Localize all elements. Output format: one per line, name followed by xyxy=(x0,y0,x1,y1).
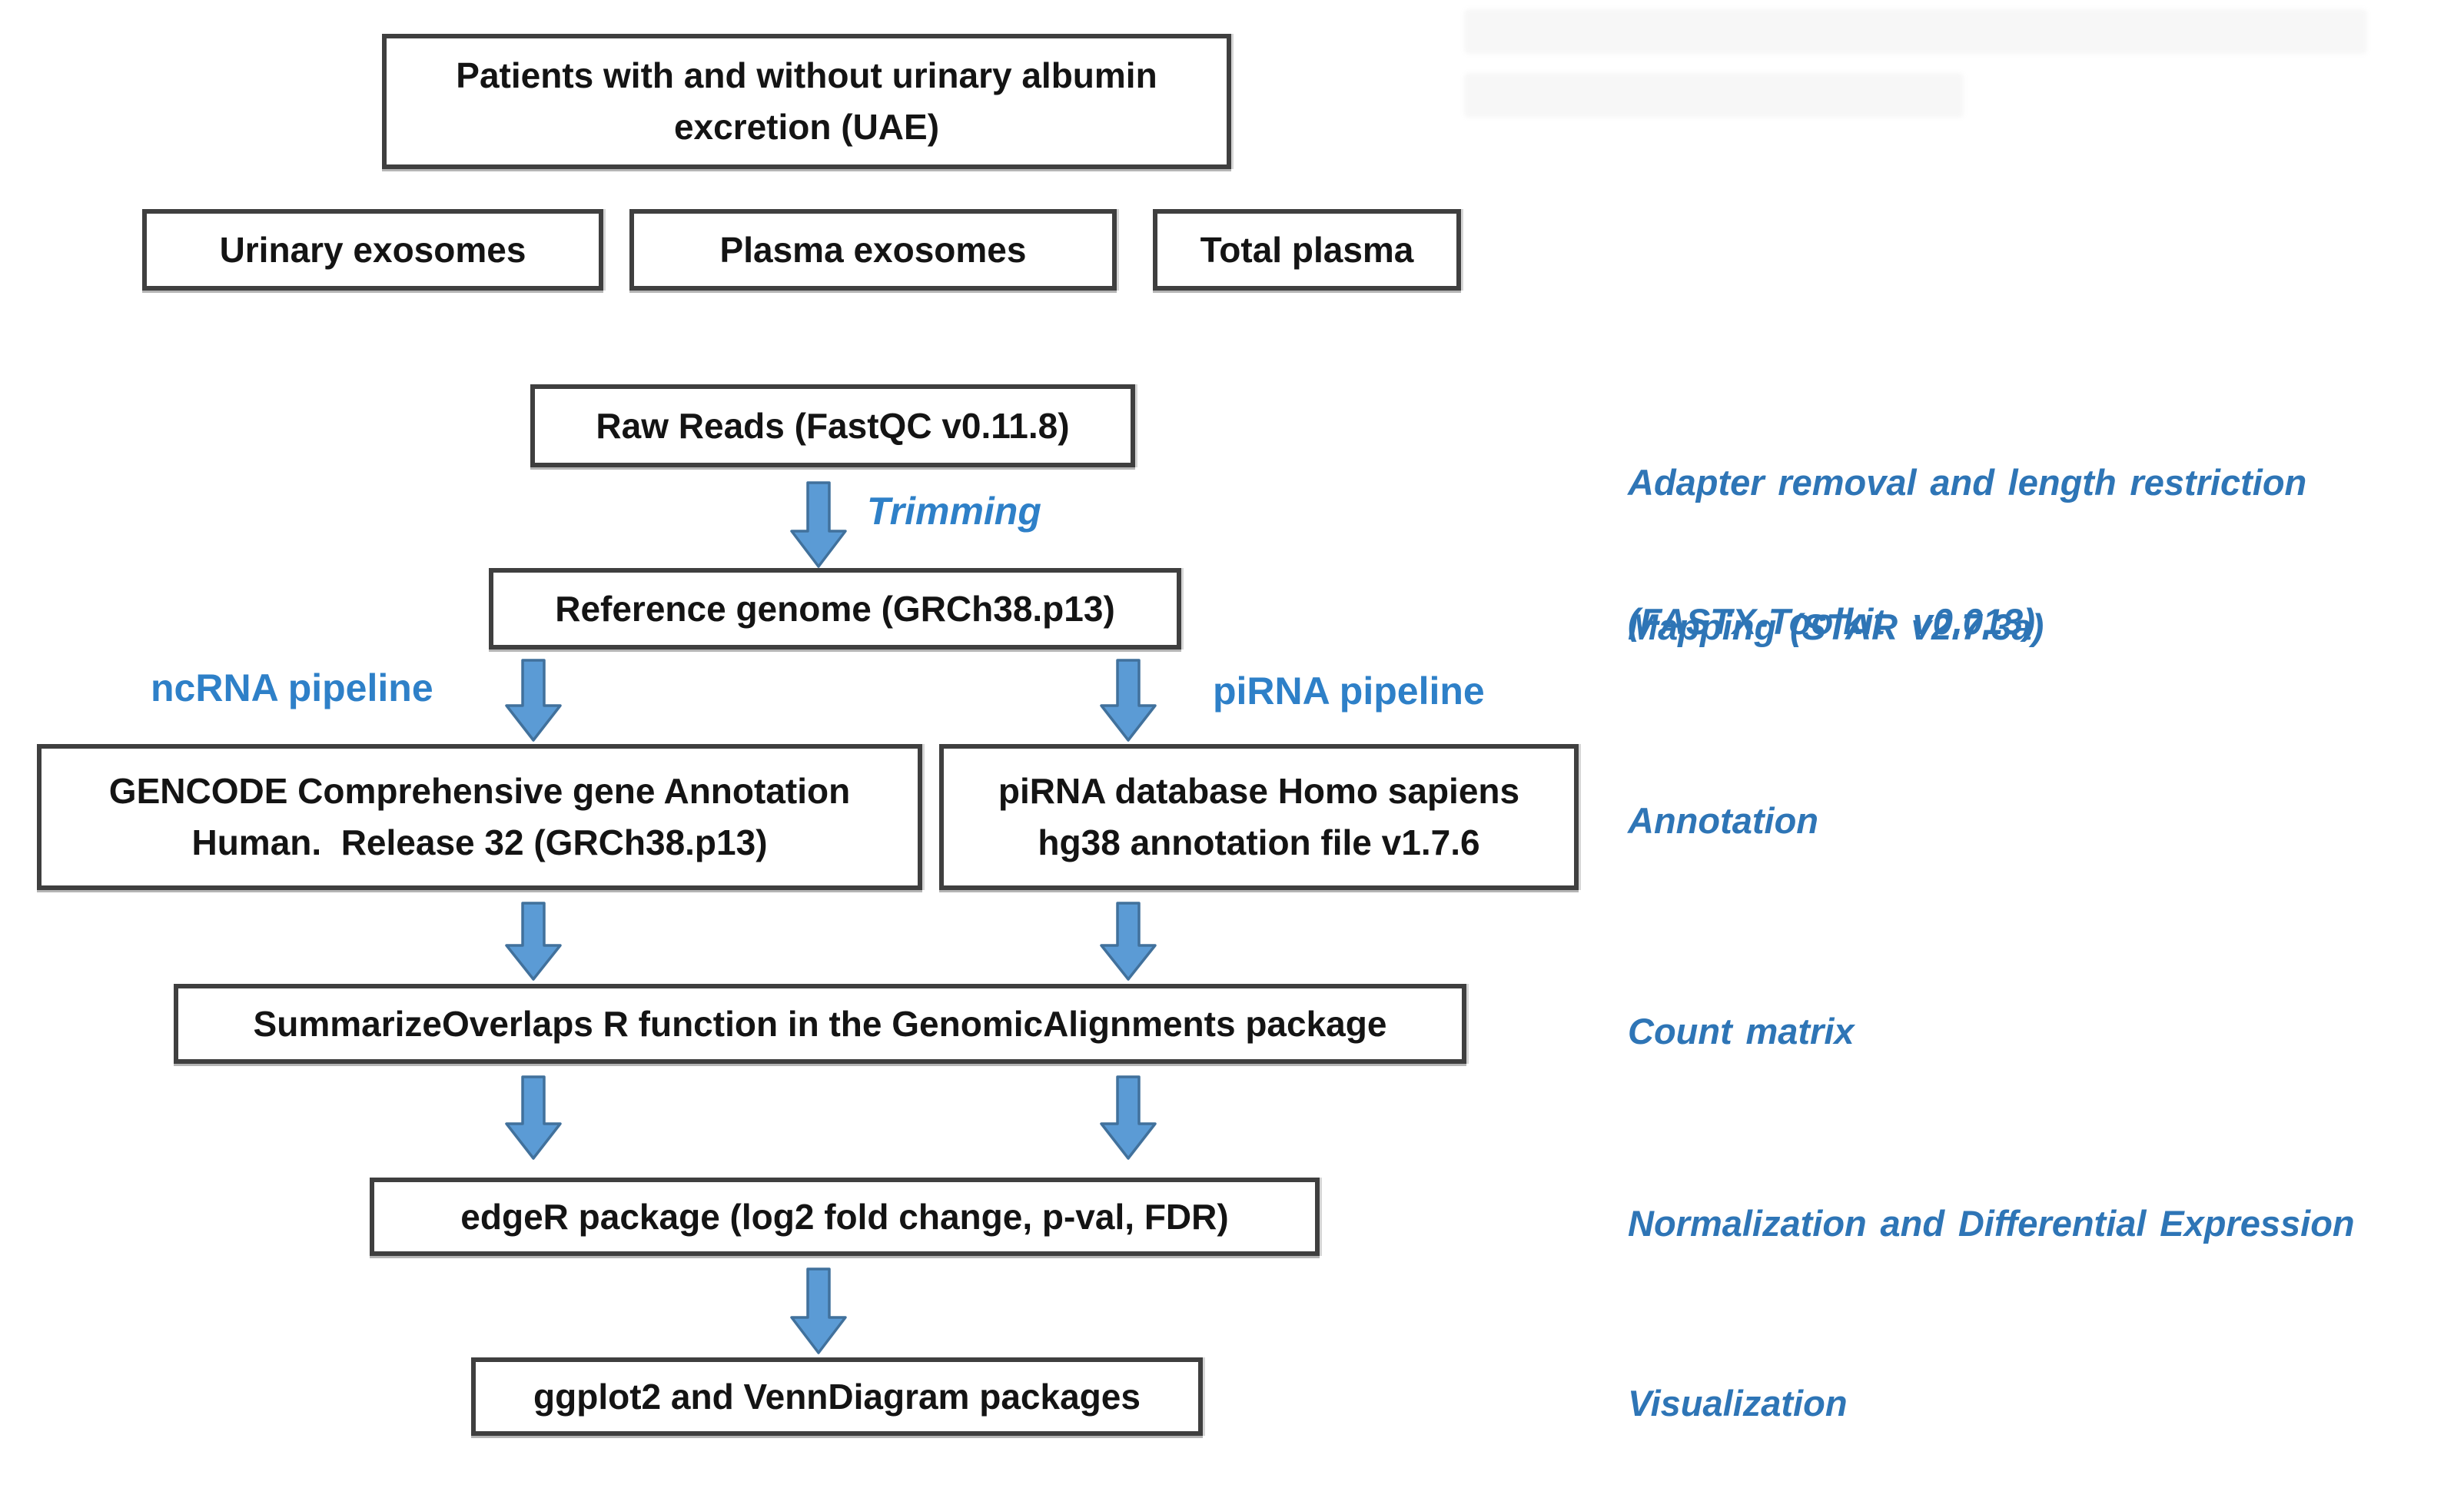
stage-label-mapping: Mapping (STAR v2.7.3a) xyxy=(1628,606,2044,647)
down-arrow-icon xyxy=(505,659,562,742)
stage-label-annotation: Annotation xyxy=(1628,800,1818,841)
stage-label-normalization: Normalization and Differential Expressio… xyxy=(1628,1203,2355,1244)
down-arrow-icon xyxy=(1100,1075,1157,1160)
box-text-line: Urinary exosomes xyxy=(219,229,526,270)
down-arrow-icon xyxy=(505,902,562,981)
box-text-line: Raw Reads (FastQC v0.11.8) xyxy=(596,405,1070,446)
flow-label-pirna-pipeline: piRNA pipeline xyxy=(1213,669,1485,713)
down-arrow-icon xyxy=(790,481,847,568)
box-text-line: ggplot2 and VennDiagram packages xyxy=(533,1376,1141,1417)
box-plasma-exosomes: Plasma exosomes xyxy=(629,209,1117,291)
box-edger-package: edgeR package (log2 fold change, p-val, … xyxy=(370,1178,1320,1256)
box-text-line: Total plasma xyxy=(1200,229,1414,270)
box-summarize-overlaps: SummarizeOverlaps R function in the Geno… xyxy=(174,984,1466,1064)
box-urinary-exosomes: Urinary exosomes xyxy=(142,209,603,291)
down-arrow-icon xyxy=(1100,902,1157,981)
down-arrow-icon xyxy=(790,1267,847,1354)
box-reference-genome: Reference genome (GRCh38.p13) xyxy=(489,568,1181,649)
box-patients-uae: Patients with and without urinary albumi… xyxy=(382,34,1231,169)
stage-label-visualization: Visualization xyxy=(1628,1383,1848,1424)
flow-label-trimming: Trimming xyxy=(867,490,1041,533)
box-raw-reads: Raw Reads (FastQC v0.11.8) xyxy=(530,384,1135,467)
box-text-line: excretion (UAE) xyxy=(673,107,940,147)
box-text-line: Human. Release 32 (GRCh38.p13) xyxy=(191,822,768,862)
box-gencode-annotation-text: GENCODE Comprehensive gene Annotation Hu… xyxy=(109,766,850,868)
down-arrow-icon xyxy=(505,1075,562,1160)
box-text-line: Patients with and without urinary albumi… xyxy=(456,55,1157,96)
down-arrow-icon xyxy=(1100,659,1157,742)
box-pirna-database: piRNA database Homo sapiens hg38 annotat… xyxy=(939,744,1579,890)
faint-ghost-text-line xyxy=(1464,73,1964,118)
box-text-line: hg38 annotation file v1.7.6 xyxy=(1038,822,1480,862)
stage-label-count-matrix: Count matrix xyxy=(1628,1011,1855,1051)
box-text-line: Plasma exosomes xyxy=(719,229,1027,270)
flow-label-ncrna-pipeline: ncRNA pipeline xyxy=(151,666,433,709)
box-text-line: GENCODE Comprehensive gene Annotation xyxy=(108,771,851,812)
faint-ghost-text-line xyxy=(1464,9,2367,54)
box-total-plasma: Total plasma xyxy=(1153,209,1461,291)
stage-label-line: Adapter removal and length restriction xyxy=(1628,462,2307,503)
box-text-line: edgeR package (log2 fold change, p-val, … xyxy=(460,1196,1229,1237)
box-pirna-database-text: piRNA database Homo sapiens hg38 annotat… xyxy=(998,766,1519,868)
box-text-line: Reference genome (GRCh38.p13) xyxy=(555,588,1115,629)
box-gencode-annotation: GENCODE Comprehensive gene Annotation Hu… xyxy=(37,744,922,890)
box-patients-uae-text: Patients with and without urinary albumi… xyxy=(456,50,1157,152)
box-ggplot-venndiagram: ggplot2 and VennDiagram packages xyxy=(471,1357,1203,1436)
stage-label-adapter-removal: Adapter removal and length restriction (… xyxy=(1628,367,2306,737)
stage-label-line: (FASTX-Toolkit v0.013) xyxy=(1628,600,2035,642)
box-text-line: SummarizeOverlaps R function in the Geno… xyxy=(253,1003,1387,1044)
box-text-line: piRNA database Homo sapiens xyxy=(998,771,1520,812)
